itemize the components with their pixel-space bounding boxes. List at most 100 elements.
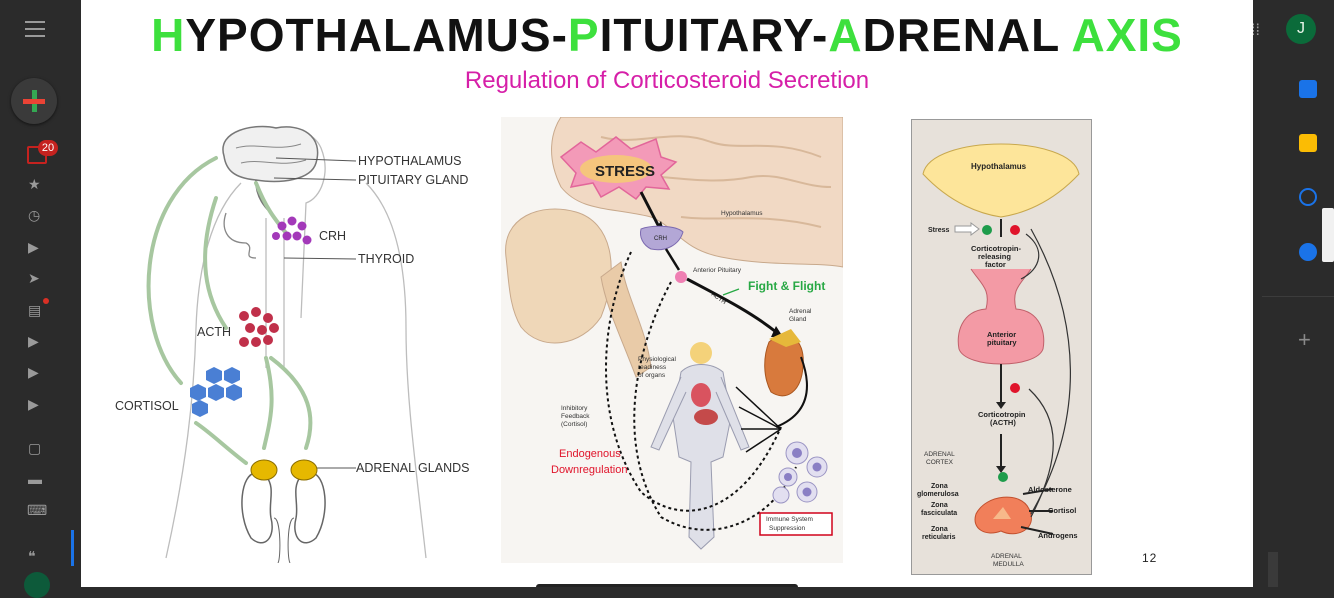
anterior-pituitary-label-1: Anterior xyxy=(987,330,1016,339)
androgens-arrow xyxy=(1020,526,1054,535)
anterior-pituitary-label: Anterior Pituitary xyxy=(693,267,742,274)
adrenal-to-cortisol-arrow xyxy=(194,421,248,465)
crf-label-1: Corticotropin- xyxy=(971,244,1021,253)
cerebellum xyxy=(505,208,612,344)
label-cortisol: CORTISOL xyxy=(115,399,179,413)
keyboard-icon[interactable]: ⌨ xyxy=(27,502,48,518)
slide: HYPOTHALAMUS-PITUITARY-ADRENAL AXIS Regu… xyxy=(81,0,1253,587)
acth-path-arrow xyxy=(203,196,228,330)
plus-sign xyxy=(982,225,992,235)
effect-arrows xyxy=(735,386,782,453)
presentation-controls-bar[interactable] xyxy=(536,584,798,587)
crh-label: CRH xyxy=(654,236,667,242)
calendar-icon[interactable] xyxy=(1299,80,1317,98)
sent-icon[interactable]: ➤ xyxy=(28,270,40,286)
short-feedback-arc xyxy=(1028,388,1054,518)
add-addon-icon[interactable]: + xyxy=(1298,327,1311,352)
hangouts-icon[interactable]: ❝ xyxy=(28,548,36,564)
human-figure xyxy=(650,342,750,550)
title-part: A xyxy=(828,9,863,61)
stress-response-diagram: STRESS CRH Hypothalamus Anterior Pituita… xyxy=(501,117,843,563)
right-side-panel xyxy=(1253,0,1334,587)
adrenal-cortex-label-1: ADRENAL xyxy=(924,451,955,458)
plus-sign-2 xyxy=(998,472,1008,482)
label-hypothalamus: HYPOTHALAMUS xyxy=(358,154,462,168)
zona-f-label-2: fasciculata xyxy=(921,510,957,517)
zona-r-label-1: Zona xyxy=(931,526,948,533)
acth-arrow xyxy=(686,277,777,334)
meet-join-icon[interactable]: ▬ xyxy=(28,471,42,487)
compose-button[interactable] xyxy=(11,78,57,124)
scrollbar-thumb[interactable] xyxy=(1322,208,1334,262)
title-part: P xyxy=(567,9,600,61)
slide-title: HYPOTHALAMUS-PITUITARY-ADRENAL AXIS xyxy=(81,8,1253,62)
immune-cells xyxy=(772,441,828,504)
slide-subtitle: Regulation of Corticosteroid Secretion xyxy=(464,67,870,94)
apps-grid-icon[interactable]: ⁞⁞ xyxy=(1251,22,1260,39)
page-number: 12 xyxy=(1142,551,1158,565)
main-menu-icon[interactable] xyxy=(25,21,45,37)
chat-avatar[interactable] xyxy=(24,572,50,598)
title-part: AXIS xyxy=(1071,9,1183,61)
important-icon[interactable]: ▶ xyxy=(28,239,39,255)
r-hypothalamus-label: Hypothalamus xyxy=(971,162,1027,171)
aldosterone-arrow xyxy=(1022,488,1054,495)
drafts-icon[interactable]: ▤ xyxy=(28,302,42,318)
panel-toggle[interactable] xyxy=(1268,552,1278,587)
anterior-pituitary-shape xyxy=(957,268,1045,365)
minus-sign-2 xyxy=(1010,383,1020,393)
minus-sign xyxy=(1010,225,1020,235)
adrenal-gland-label-1: Adrenal xyxy=(789,308,812,315)
acth-molecules xyxy=(239,307,279,347)
physio-label-1: Physiological xyxy=(638,356,676,363)
stress-arrow xyxy=(954,222,980,236)
inhibitory-label-2: Feedback xyxy=(561,413,590,420)
snoozed-icon[interactable]: ◷ xyxy=(28,207,41,223)
label-icon[interactable]: ▶ xyxy=(28,333,39,349)
brain-icon xyxy=(222,125,319,183)
physio-label-2: readiness xyxy=(638,364,667,371)
androgens-label: Androgens xyxy=(1038,531,1078,540)
feedback-dashed-loop xyxy=(605,251,782,512)
fight-flight-label: Fight & Flight xyxy=(748,279,825,293)
adrenal-medulla-label-1: ADRENAL xyxy=(991,553,1022,560)
pituitary-shape xyxy=(675,271,687,283)
cortisol-feedback-arrow xyxy=(146,156,218,385)
hypothalamus-label: Hypothalamus xyxy=(721,210,763,217)
label-acth: ACTH xyxy=(197,325,231,339)
label-icon[interactable]: ▶ xyxy=(28,364,39,380)
crf-label-3: factor xyxy=(985,260,1006,269)
label-crh: CRH xyxy=(319,229,346,243)
title-part: H xyxy=(151,9,186,61)
hypothalamus-shape xyxy=(640,225,684,251)
immune-label-2: Suppression xyxy=(769,525,806,532)
aldosterone-label: Aldosterone xyxy=(1028,485,1072,494)
physio-label-3: of organs xyxy=(638,372,666,379)
account-avatar[interactable]: J xyxy=(1286,14,1316,44)
label-icon[interactable]: ▶ xyxy=(28,396,39,412)
cortisol-molecules xyxy=(190,367,242,417)
adrenal-medulla-label-2: MEDULLA xyxy=(993,561,1024,568)
endogenous-label-2: Downregulation xyxy=(551,464,627,476)
divider xyxy=(1262,296,1334,297)
tasks-icon[interactable] xyxy=(1299,188,1317,206)
title-part: ITUITARY- xyxy=(599,9,829,61)
acth-to-adrenal-arrow xyxy=(262,356,274,450)
crh-molecules xyxy=(272,216,312,245)
title-part: DRENAL xyxy=(862,9,1072,61)
endogenous-label-1: Endogenous xyxy=(559,448,621,460)
acth-to-adrenal-arrow-2 xyxy=(269,356,313,450)
long-feedback-arc xyxy=(1030,228,1071,515)
keep-icon[interactable] xyxy=(1299,134,1317,152)
starred-icon[interactable]: ★ xyxy=(28,176,41,192)
contacts-icon[interactable] xyxy=(1299,243,1317,261)
meet-new-icon[interactable]: ▢ xyxy=(28,440,42,456)
label-thyroid: THYROID xyxy=(358,252,414,266)
brainstem xyxy=(600,261,652,378)
title-part: YPOTHALAMUS- xyxy=(185,9,568,61)
zona-r-label-2: reticularis xyxy=(922,534,956,541)
active-indicator xyxy=(71,530,74,566)
kidneys-icon xyxy=(241,459,326,563)
zona-g-label-2: glomerulosa xyxy=(917,491,959,498)
body-outline xyxy=(165,182,427,559)
